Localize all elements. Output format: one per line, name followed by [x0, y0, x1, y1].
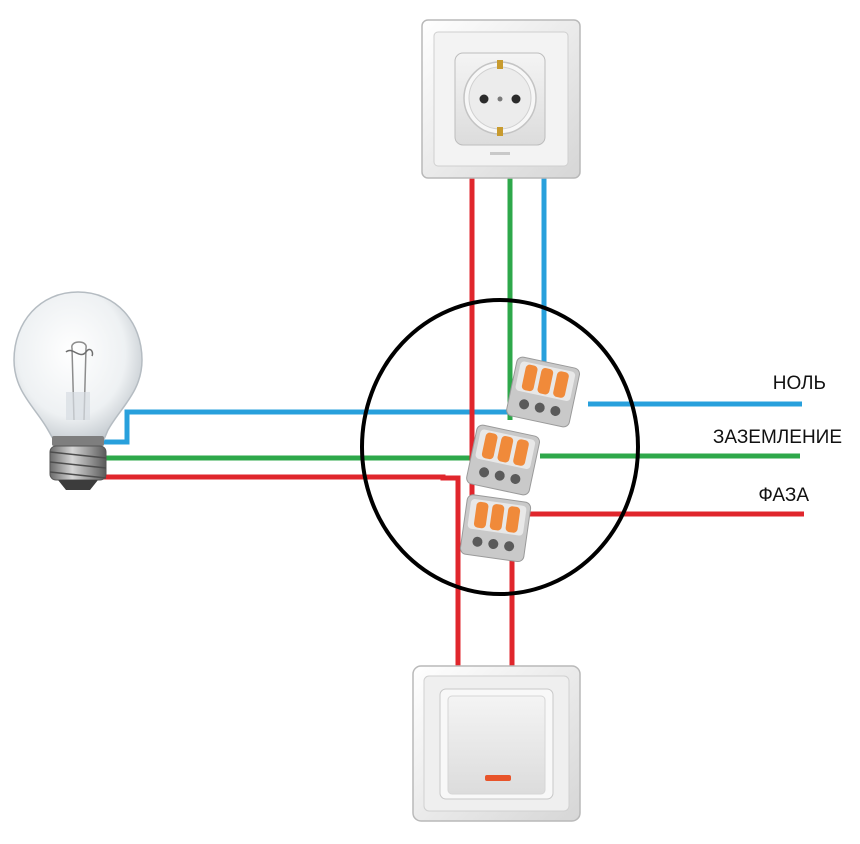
neutral-wire-bulb — [100, 409, 530, 445]
junction-box-outline — [360, 298, 640, 596]
neutral-label: НОЛЬ — [773, 373, 826, 394]
wago-connector-icon — [466, 424, 540, 496]
socket-icon — [421, 19, 581, 179]
phase-wire-bulb — [100, 474, 461, 668]
phase-label: ФАЗА — [758, 485, 809, 506]
ground-label: ЗАЗЕМЛЕНИЕ — [713, 427, 842, 448]
wago-connector-icon — [459, 494, 532, 563]
wago-connector-icon — [506, 356, 580, 428]
light-bulb-icon — [13, 291, 143, 490]
light-switch-icon — [412, 665, 581, 822]
wires — [100, 176, 804, 668]
